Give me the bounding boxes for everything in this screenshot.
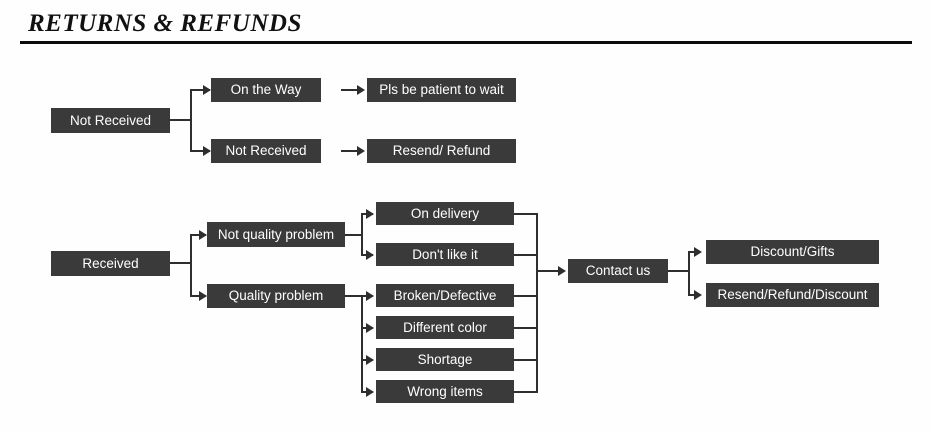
title-divider: [20, 41, 912, 44]
node-not-received-root[interactable]: Not Received: [51, 108, 170, 133]
connector-qp-stem: [345, 295, 363, 297]
node-wrong-items[interactable]: Wrong items: [376, 380, 514, 403]
arrowhead-to-not-received-child: [203, 146, 211, 156]
arrowhead-to-on-the-way: [203, 85, 211, 95]
connector-not-received-to-resend: [341, 150, 361, 152]
arrowhead-to-broken-defective: [366, 291, 374, 301]
node-resend-refund-discount[interactable]: Resend/Refund/Discount: [706, 283, 879, 307]
connector-not-received-riser: [190, 89, 192, 152]
connector-to-not-received-child: [190, 150, 210, 152]
connector-different-color-out: [514, 327, 538, 329]
connector-to-quality-problem: [190, 295, 206, 297]
connector-on-delivery-out: [514, 213, 538, 215]
arrowhead-to-resend-refund-discount: [694, 290, 702, 300]
connector-merge-bus: [536, 213, 538, 393]
arrowhead-to-different-color: [366, 323, 374, 333]
node-discount-gifts[interactable]: Discount/Gifts: [706, 240, 879, 264]
connector-bus-to-contact-us: [536, 270, 562, 272]
arrowhead-to-discount-gifts: [694, 247, 702, 257]
arrowhead-to-wrong-items: [366, 387, 374, 397]
arrowhead-to-dont-like-it: [366, 250, 374, 260]
connector-contact-us-riser: [688, 251, 690, 295]
node-pls-be-patient[interactable]: Pls be patient to wait: [367, 78, 516, 102]
node-quality-problem[interactable]: Quality problem: [207, 284, 345, 308]
connector-broken-defective-out: [514, 295, 538, 297]
connector-nqp-stem: [345, 234, 363, 236]
node-shortage[interactable]: Shortage: [376, 348, 514, 371]
page-title: RETURNS & REFUNDS: [28, 10, 302, 37]
node-broken-defective[interactable]: Broken/Defective: [376, 284, 514, 307]
connector-received-riser: [190, 234, 192, 297]
connector-dont-like-it-out: [514, 254, 538, 256]
arrowhead-to-on-delivery: [366, 209, 374, 219]
connector-shortage-out: [514, 359, 538, 361]
connector-received-stem: [170, 262, 192, 264]
connector-not-received-stem: [170, 119, 192, 121]
arrowhead-to-not-quality-problem: [199, 230, 207, 240]
arrowhead-to-shortage: [366, 355, 374, 365]
arrowhead-to-pls-be-patient: [357, 85, 365, 95]
node-on-delivery[interactable]: On delivery: [376, 202, 514, 225]
node-not-quality-problem[interactable]: Not quality problem: [207, 222, 345, 247]
node-on-the-way[interactable]: On the Way: [211, 78, 321, 102]
connector-to-not-quality-problem: [190, 234, 206, 236]
node-resend-refund[interactable]: Resend/ Refund: [367, 139, 516, 163]
connector-on-the-way-to-pls: [341, 89, 361, 91]
node-dont-like-it[interactable]: Don't like it: [376, 243, 514, 266]
node-different-color[interactable]: Different color: [376, 316, 514, 339]
connector-to-on-the-way: [190, 89, 210, 91]
connector-nqp-riser: [361, 213, 363, 256]
arrowhead-to-contact-us: [558, 266, 566, 276]
arrowhead-to-resend-refund: [357, 146, 365, 156]
arrowhead-to-quality-problem: [199, 291, 207, 301]
connector-contact-us-stem: [668, 270, 690, 272]
connector-wrong-items-out: [514, 391, 538, 393]
node-received-root[interactable]: Received: [51, 251, 170, 276]
node-contact-us[interactable]: Contact us: [568, 259, 668, 283]
connector-qp-riser: [361, 295, 363, 391]
node-not-received-child[interactable]: Not Received: [211, 139, 321, 163]
